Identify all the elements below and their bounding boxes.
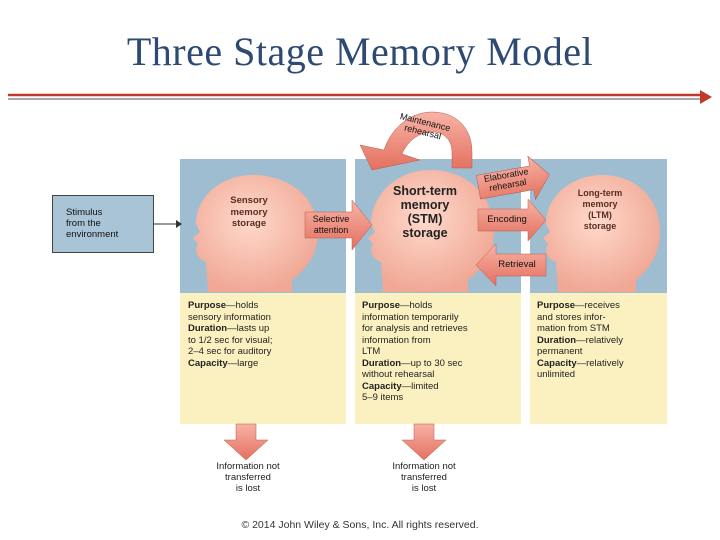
stm-lost-3: is lost [411, 483, 437, 494]
selective-label-1: Selective [312, 214, 350, 224]
ltm-purpose-2: and stores infor- [537, 311, 606, 323]
stimulus-label-1: Stimulus [66, 207, 103, 218]
stm-capacity-1: —limited [401, 380, 439, 392]
stm-label: Short-term memory (STM) storage [382, 184, 468, 240]
selective-attention-arrow [304, 199, 373, 251]
ltm-purpose-3: mation from STM [537, 323, 610, 334]
stm-lost-label: Information not transferred is lost [372, 461, 476, 494]
ltm-duration-1: —relatively [576, 334, 624, 346]
sensory-duration-1: —lasts up [227, 323, 270, 334]
ltm-purpose-1: —receives [575, 300, 620, 311]
stm-lost-arrow [401, 423, 447, 461]
sensory-duration-2: to 1/2 sec for visual; [188, 334, 273, 346]
sensory-lost-label: Information not transferred is lost [196, 461, 300, 494]
stm-purpose-3: for analysis and retrieves [362, 323, 468, 334]
stm-purpose-1: —holds [400, 300, 433, 311]
stm-label-2: memory [400, 198, 450, 212]
stm-purpose-4: information from [362, 334, 431, 346]
stm-lost-2: transferred [401, 472, 447, 483]
stm-head [368, 170, 494, 292]
sensory-capacity-label: Capacity [188, 357, 228, 369]
selective-label-2: attention [313, 225, 349, 235]
stm-capacity-label: Capacity [362, 380, 402, 392]
ltm-label-4: storage [583, 221, 617, 231]
stm-duration-label: Duration [362, 357, 402, 369]
ltm-duration-2: permanent [537, 346, 583, 357]
ltm-capacity-label: Capacity [537, 357, 577, 369]
sensory-lost-3: is lost [235, 483, 261, 494]
ltm-label-1: Long-term [577, 188, 623, 198]
sensory-desc-panel [180, 293, 346, 424]
selective-attention-label: Selective attention [306, 214, 356, 236]
stm-duration-1: —up to 30 sec [401, 357, 463, 369]
title-rule [8, 90, 712, 104]
sensory-purpose-label: Purpose [188, 300, 227, 311]
sensory-capacity-1: —large [227, 357, 259, 369]
stimulus-label-2: from the [66, 218, 101, 229]
ltm-desc-panel [530, 293, 667, 424]
stm-label-3: (STM) [407, 212, 443, 226]
sensory-label-3: storage [231, 218, 267, 229]
sensory-duration-label: Duration [188, 323, 228, 334]
ltm-capacity-1: —relatively [576, 357, 624, 369]
stm-purpose-5: LTM [362, 346, 381, 357]
encoding-arrow [477, 198, 547, 242]
ltm-purpose-label: Purpose [537, 300, 576, 311]
sensory-lost-arrow [223, 423, 269, 461]
retrieval-arrow [475, 243, 547, 287]
sensory-lost-2: transferred [225, 472, 271, 483]
sensory-label: Sensory memory storage [212, 195, 286, 230]
retrieval-label: Retrieval [498, 259, 536, 270]
ltm-label-2: memory [582, 199, 618, 209]
ltm-description: Purpose—receives and stores infor- matio… [537, 300, 665, 381]
stimulus-arrow [176, 220, 182, 228]
encoding-label: Encoding [487, 214, 527, 225]
maintenance-rehearsal-arrow [359, 111, 473, 171]
sensory-lost-1: Information not [216, 461, 280, 472]
sensory-label-2: memory [230, 206, 268, 218]
sensory-duration-3: 2–4 sec for auditory [188, 346, 272, 357]
stm-label-1: Short-term [393, 184, 457, 198]
stm-description: Purpose—holds information temporarily fo… [362, 300, 518, 404]
stm-capacity-2: 5–9 items [362, 392, 404, 403]
sensory-head [193, 175, 318, 292]
ltm-head [543, 175, 660, 292]
sensory-label-1: Sensory [230, 195, 268, 206]
sensory-purpose-1: —holds [226, 300, 259, 311]
stimulus-box: Stimulus from the environment [52, 195, 154, 253]
page-title: Three Stage Memory Model [126, 29, 594, 74]
stm-purpose-2: information temporarily [362, 311, 459, 323]
sensory-purpose-2: sensory information [188, 311, 271, 323]
ltm-capacity-2: unlimited [537, 369, 576, 380]
sensory-description: Purpose—holds sensory information Durati… [188, 300, 340, 369]
stm-purpose-label: Purpose [362, 300, 401, 311]
ltm-duration-label: Duration [537, 334, 577, 346]
stm-duration-2: without rehearsal [362, 369, 435, 380]
ltm-label-3: (LTM) [588, 210, 612, 220]
stm-desc-panel [355, 293, 521, 424]
stimulus-label-3: environment [66, 229, 119, 240]
stm-label-4: storage [402, 226, 448, 240]
ltm-label: Long-term memory (LTM) storage [563, 188, 637, 232]
elaborative-rehearsal-arrow [476, 155, 550, 201]
copyright-footer: © 2014 John Wiley & Sons, Inc. All right… [241, 519, 479, 531]
stm-lost-1: Information not [392, 461, 456, 472]
